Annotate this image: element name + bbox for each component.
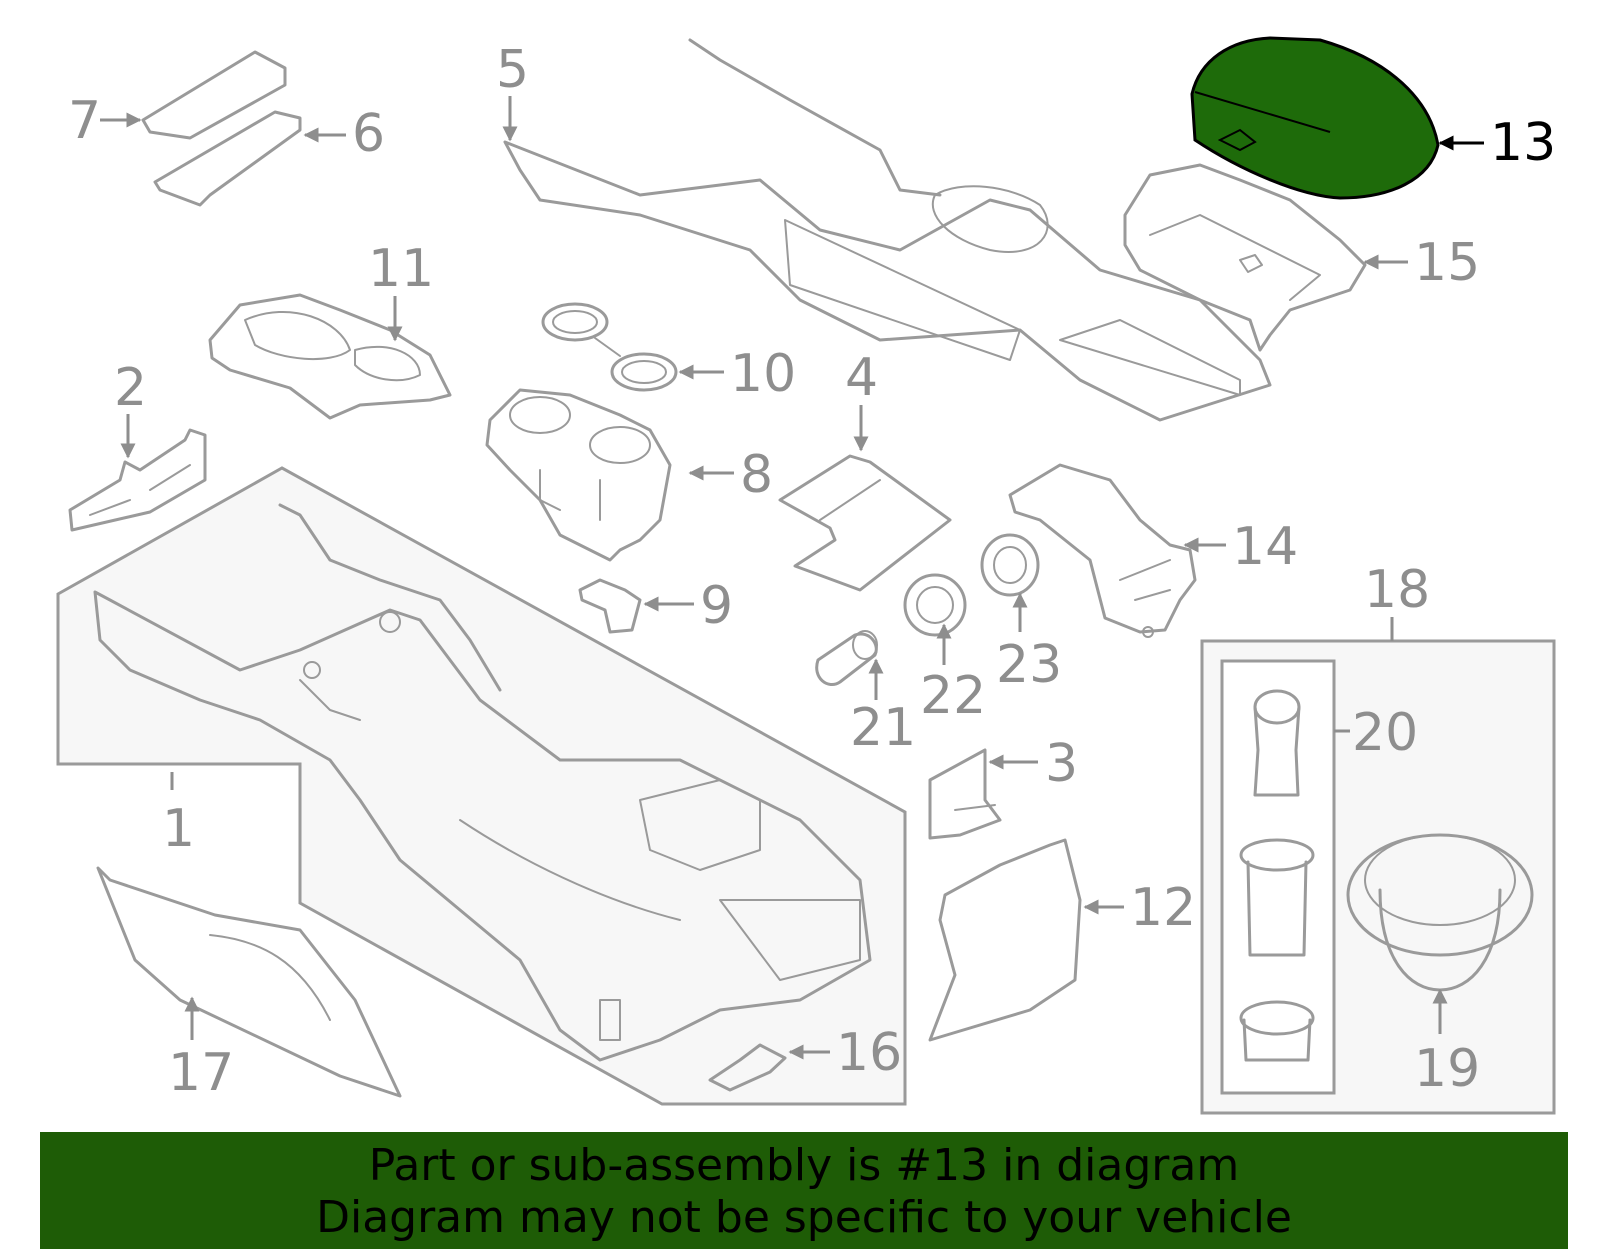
part-2-bracket[interactable] [68, 428, 207, 532]
callout-11: 11 [368, 239, 434, 299]
callout-8: 8 [740, 445, 773, 505]
part-12-side-panel[interactable] [928, 838, 1082, 1042]
callout-16: 16 [836, 1023, 902, 1083]
part-5-trim-panel[interactable] [503, 38, 1272, 422]
callout-3: 3 [1045, 734, 1078, 794]
info-banner: Part or sub-assembly is #13 in diagram D… [40, 1132, 1568, 1249]
part-14-latch-bracket[interactable] [1008, 463, 1197, 638]
callout-22: 22 [920, 666, 986, 726]
callout-20: 20 [1352, 703, 1418, 763]
callout-15: 15 [1414, 233, 1480, 293]
part-17-lower-panel[interactable] [96, 866, 402, 1098]
part-8-cupholder[interactable] [485, 388, 672, 562]
part-21-sleeve[interactable] [815, 630, 878, 686]
part-10-mats[interactable] [541, 302, 678, 392]
part-4-shield[interactable] [778, 454, 952, 592]
part-22-ring[interactable] [903, 573, 967, 637]
part-23-ring[interactable] [980, 533, 1040, 597]
callout-6: 6 [352, 104, 385, 164]
callout-18: 18 [1364, 560, 1430, 620]
callout-19: 19 [1414, 1039, 1480, 1099]
callout-14: 14 [1232, 517, 1298, 577]
banner-line-1: Part or sub-assembly is #13 in diagram [368, 1140, 1240, 1191]
callout-9: 9 [700, 576, 733, 636]
callouts: 1 2 3 4 5 6 7 8 9 10 11 12 13 14 15 16 1 [68, 40, 1556, 1103]
callout-13: 13 [1490, 113, 1556, 173]
part-16-clip[interactable] [708, 1043, 787, 1092]
callout-12: 12 [1130, 878, 1196, 938]
callout-1: 1 [162, 799, 195, 859]
callout-4: 4 [845, 348, 878, 408]
part-1-console-body[interactable] [93, 503, 872, 1062]
part-3-bracket[interactable] [928, 748, 1002, 840]
callout-10: 10 [730, 344, 796, 404]
part-6-trim[interactable] [153, 110, 302, 207]
banner-line-2: Diagram may not be specific to your vehi… [316, 1192, 1292, 1243]
part-15-storage-bin[interactable] [1123, 163, 1367, 352]
callout-2: 2 [114, 358, 147, 418]
console-group-box [56, 466, 907, 1106]
callout-23: 23 [996, 635, 1062, 695]
callout-21: 21 [850, 698, 916, 758]
part-20-lighter-set[interactable] [1239, 689, 1315, 1062]
callout-5: 5 [496, 40, 529, 100]
part-13-armrest-lid[interactable] [1190, 36, 1440, 200]
callout-17: 17 [168, 1043, 234, 1103]
callout-7: 7 [68, 91, 101, 151]
part-9-clip[interactable] [578, 578, 642, 634]
part-11-bezel[interactable] [208, 293, 452, 420]
group-20-box [1220, 659, 1336, 1095]
part-7-trim[interactable] [141, 50, 287, 140]
